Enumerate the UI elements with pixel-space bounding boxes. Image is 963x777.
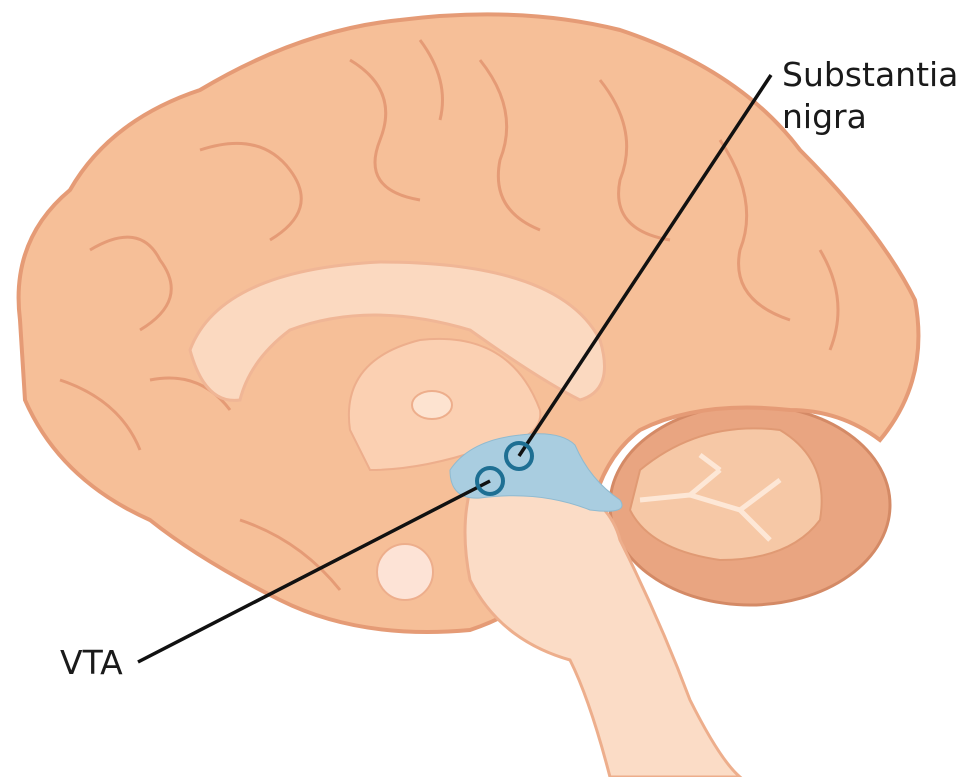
substantia-nigra-label: Substantia nigra (782, 54, 958, 138)
vta-label: VTA (60, 643, 123, 682)
intermediate-mass (411, 390, 453, 420)
vta-leader-line (137, 479, 491, 664)
substantia-nigra-marker (504, 441, 534, 471)
substantia-nigra-label-line2: nigra (782, 97, 867, 136)
vta-marker (475, 466, 505, 496)
substantia-nigra-label-line1: Substantia (782, 55, 959, 94)
corpus-callosum (188, 260, 606, 402)
pituitary (376, 543, 434, 601)
substantia-nigra-leader-line (517, 74, 773, 457)
gyri-lines (59, 39, 840, 591)
cerebellum (608, 403, 892, 607)
